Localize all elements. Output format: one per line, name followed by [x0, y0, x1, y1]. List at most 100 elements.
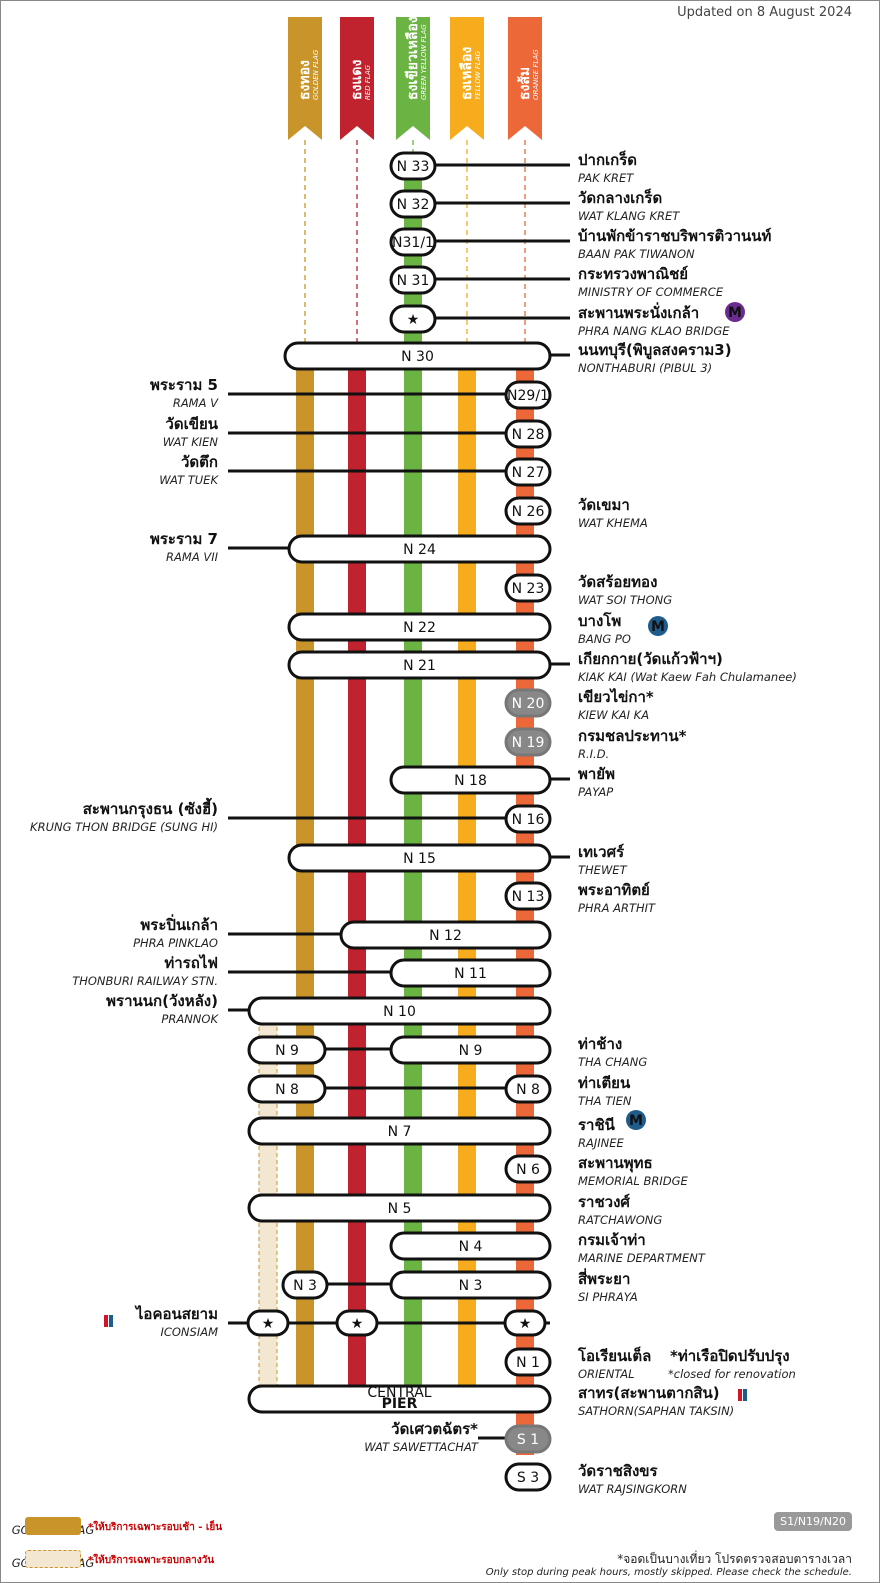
- pier-name-en: RAMA VII: [166, 550, 219, 564]
- pier-box-n32: [389, 189, 437, 219]
- pier-code: N 20: [512, 696, 545, 712]
- peak-note-en: Only stop during peak hours, mostly skip…: [485, 1567, 852, 1578]
- iconsiam-star: ★: [351, 1316, 364, 1332]
- pier-name-th: วัดกลางเกร็ด: [578, 188, 662, 207]
- pier-name-th: บ้านพักข้าราชบริพารติวานนท์: [578, 227, 772, 245]
- pier-code: N 15: [403, 851, 436, 867]
- pier-name-th: นนทบุรี(พิบูลสงคราม3): [578, 341, 732, 360]
- pier-name-en: NONTHABURI (PIBUL 3): [578, 361, 712, 375]
- renovation-note-en: *closed for renovation: [668, 1367, 796, 1381]
- pier-name-th: ท่าเตียน: [578, 1074, 631, 1092]
- bts-icon-sathorn-b: [743, 1389, 747, 1401]
- flag-th-label: ธงส้ม: [517, 67, 533, 100]
- pier-name-th: พระราม 7: [150, 530, 218, 548]
- pier-name-th: ราชวงศ์: [578, 1193, 630, 1211]
- flag-th-label: ธงแดง: [349, 60, 365, 100]
- pier-name-en: PAK KRET: [578, 171, 634, 185]
- mrt-purple-icon-label: M: [728, 305, 742, 321]
- route-line-golden-flag: [296, 355, 314, 1398]
- pier-name-en: WAT TUEK: [159, 473, 219, 487]
- pier-box-n291: [504, 380, 552, 410]
- pier-box-n10: [247, 996, 552, 1026]
- pier-code: N 1: [516, 1355, 540, 1371]
- flag-yellow-flag: [450, 17, 484, 140]
- pier-name-en: PHRA PINKLAO: [133, 936, 218, 950]
- pier-name-th: วัดเศวตฉัตร*: [391, 1420, 478, 1438]
- iconsiam-star: ★: [519, 1316, 532, 1332]
- pier-box-n6: [504, 1154, 552, 1184]
- iconsiam-stop-box: [246, 1309, 290, 1337]
- pier-name-th: สะพานพระนั่งเกล้า: [578, 302, 699, 322]
- pier-name-th: วัดเขมา: [578, 496, 630, 514]
- flag-en-label: YELLOW FLAG: [474, 50, 482, 100]
- pier-name-en: R.I.D.: [578, 747, 609, 761]
- pier-name-th: วัดสร้อยทอง: [578, 573, 657, 591]
- pier-name-th: เทเวศร์: [578, 843, 625, 861]
- mrt-purple-icon: [725, 302, 745, 322]
- pier-name-th: สาทร(สะพานตากสิน): [578, 1384, 720, 1402]
- pier-name-en: SI PHRAYA: [578, 1290, 638, 1304]
- pier-code: N 11: [454, 966, 487, 982]
- pier-name-th: ปากเกร็ด: [578, 150, 637, 169]
- pier-code: N 23: [512, 581, 545, 597]
- pier-name-en: ORIENTAL: [578, 1367, 635, 1381]
- pier-code: ★: [407, 312, 420, 328]
- pier-box-n24: [287, 534, 552, 564]
- pier-name-th: พายัพ: [578, 765, 615, 783]
- pier-name-en: PAYAP: [578, 785, 613, 799]
- pier-code: N 6: [516, 1162, 540, 1178]
- pier-box-n7: [247, 1116, 552, 1146]
- flag-green-yellow-flag: [396, 17, 430, 140]
- pier-box-n27: [504, 457, 552, 487]
- central-label: CENTRAL: [367, 1385, 431, 1401]
- pier-name-th: ท่าช้าง: [578, 1035, 622, 1053]
- pier-name-en: WAT KIEN: [163, 435, 219, 449]
- bts-icon-iconsiam-b: [109, 1315, 113, 1327]
- pier-name-th: พระปิ่นเกล้า: [140, 914, 218, 934]
- pier-code: N 16: [512, 812, 545, 828]
- pier-name-th: กรมชลประทาน*: [578, 727, 687, 745]
- pier-name-en: KIAK KAI (Wat Kaew Fah Chulamanee): [578, 670, 797, 684]
- pier-code: N 10: [383, 1004, 416, 1020]
- pier-box-n22: [287, 612, 552, 642]
- golden-flag-legend-text: *ให้บริการเฉพาะรอบเช้า - เย็น: [88, 1522, 223, 1533]
- pier-name-en: WAT SAWETTACHAT: [364, 1440, 479, 1454]
- mrt-blue-icon-rajinee: [626, 1110, 646, 1130]
- pier-code: N 18: [454, 773, 487, 789]
- golden-flag-swatch: [25, 1517, 81, 1535]
- pier-box-n12: [339, 920, 552, 950]
- pier-code: S 1: [517, 1432, 539, 1448]
- pier-box-n30: [283, 341, 552, 371]
- renovation-note-th: *ท่าเรือปิดปรับปรุง: [670, 1347, 790, 1366]
- pier-name-en: WAT KHEMA: [578, 516, 648, 530]
- dashed-flag-swatch: [25, 1550, 81, 1568]
- pier-box-n28: [504, 419, 552, 449]
- flag-red-flag: [340, 17, 374, 140]
- pier-code: N 32: [397, 197, 430, 213]
- iconsiam-star: ★: [262, 1316, 275, 1332]
- flag-en-label: ORANGE FLAG: [532, 49, 540, 100]
- pier-code: N 3: [459, 1278, 483, 1294]
- pier-name-en: SATHORN(SAPHAN TAKSIN): [578, 1404, 734, 1418]
- pier-name-en: MINISTRY OF COMMERCE: [578, 285, 724, 299]
- pier-box-n19: [504, 727, 552, 757]
- pier-code: N 5: [388, 1201, 412, 1217]
- pier-name-th: พรานนก(วังหลัง): [106, 992, 218, 1010]
- pier-name-th: วัดตึก: [181, 453, 218, 471]
- pier-code: N 9: [459, 1043, 483, 1059]
- pier-name-en: ICONSIAM: [160, 1325, 218, 1339]
- pier-name-th: กระทรวงพาณิชย์: [578, 265, 688, 283]
- pier-box-s1: [504, 1424, 552, 1454]
- pier-box-n1: [504, 1347, 552, 1377]
- pier-code: N 4: [459, 1239, 483, 1255]
- pier-name-th: ราชินี: [578, 1116, 616, 1134]
- pier-code: N 31: [397, 273, 430, 289]
- pier-name-en: MEMORIAL BRIDGE: [578, 1174, 689, 1188]
- pier-name-th: เขียวไข่กา*: [578, 687, 654, 706]
- mrt-blue-icon-bangpo: [648, 616, 668, 636]
- pier-name-en: RAMA V: [173, 396, 219, 410]
- bts-icon-iconsiam-a: [104, 1315, 108, 1327]
- flag-en-label: GOLDEN FLAG: [312, 49, 320, 100]
- pier-name-th: วัดราชสิงขร: [578, 1462, 659, 1480]
